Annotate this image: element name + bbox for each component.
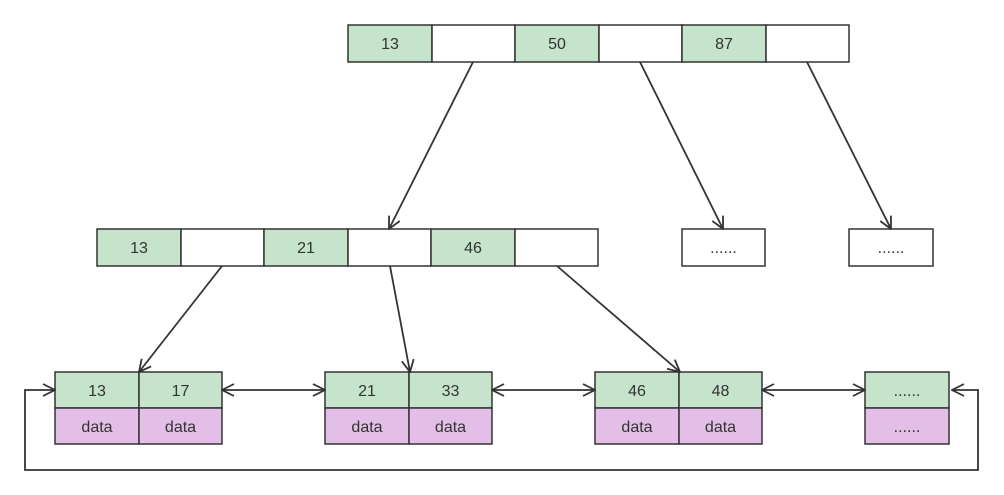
leaf-node: 21 33 data data (324, 371, 493, 445)
internal-key-label: 13 (130, 240, 148, 257)
leaf-key-label: 17 (172, 383, 190, 400)
leaf-node: 13 17 data data (54, 371, 223, 445)
pointer-arrow (639, 61, 723, 229)
leaf-key-label: 21 (358, 383, 376, 400)
internal-key-cell (263, 228, 349, 267)
leaf-data-cell (138, 407, 223, 445)
pointer-arrow (556, 265, 680, 372)
internal-pointer-cell (180, 228, 265, 267)
leaf-data-cell (864, 407, 950, 445)
leaf-data-label: data (165, 419, 196, 436)
internal-node: 13 21 46 (96, 228, 599, 267)
leaf-key-label: 48 (712, 383, 730, 400)
placeholder-cell (848, 228, 934, 267)
placeholder-label: ...... (710, 240, 737, 257)
leaf-data-label: data (621, 419, 652, 436)
leaf-data-label: data (81, 419, 112, 436)
internal-key-label: 46 (464, 240, 482, 257)
leaf-key-label: 13 (88, 383, 106, 400)
internal-pointer-cell (514, 228, 599, 267)
placeholder-label: ...... (878, 240, 905, 257)
leaf-key-label: 46 (628, 383, 646, 400)
root-pointer-cell (431, 24, 516, 63)
pointer-arrow (139, 265, 223, 372)
root-key-cell (347, 24, 433, 63)
leaf-node: ...... ...... (864, 371, 950, 445)
leaf-data-label: ...... (894, 419, 921, 436)
leaf-data-label: data (435, 419, 466, 436)
root-node: 13 50 87 (347, 24, 850, 63)
leaf-data-cell (408, 407, 493, 445)
internal-key-cell (430, 228, 516, 267)
root-pointer-cell (765, 24, 850, 63)
leaf-data-cell (678, 407, 763, 445)
root-key-label: 50 (548, 36, 566, 53)
placeholder-node: ...... (848, 228, 934, 267)
leaf-wrap-link (24, 390, 979, 471)
pointer-arrow (806, 61, 891, 229)
pointer-arrow (389, 61, 474, 229)
leaf-links (24, 390, 979, 471)
internal-pointer-cell (347, 228, 432, 267)
placeholder-cell (681, 228, 766, 267)
leaf-data-label: data (705, 419, 736, 436)
leaf-key-label: ...... (894, 383, 921, 400)
internal-key-label: 21 (297, 240, 315, 257)
leaf-data-label: data (351, 419, 382, 436)
leaf-node: 46 48 data data (594, 371, 763, 445)
placeholder-node: ...... (681, 228, 766, 267)
leaf-data-cell (594, 407, 680, 445)
root-key-label: 87 (715, 36, 733, 53)
leaf-key-label: 33 (442, 383, 460, 400)
root-key-label: 13 (381, 36, 399, 53)
root-key-cell (681, 24, 767, 63)
pointer-arrow (389, 265, 410, 372)
root-key-cell (514, 24, 600, 63)
root-pointer-cell (598, 24, 683, 63)
pointer-arrows (139, 61, 891, 372)
